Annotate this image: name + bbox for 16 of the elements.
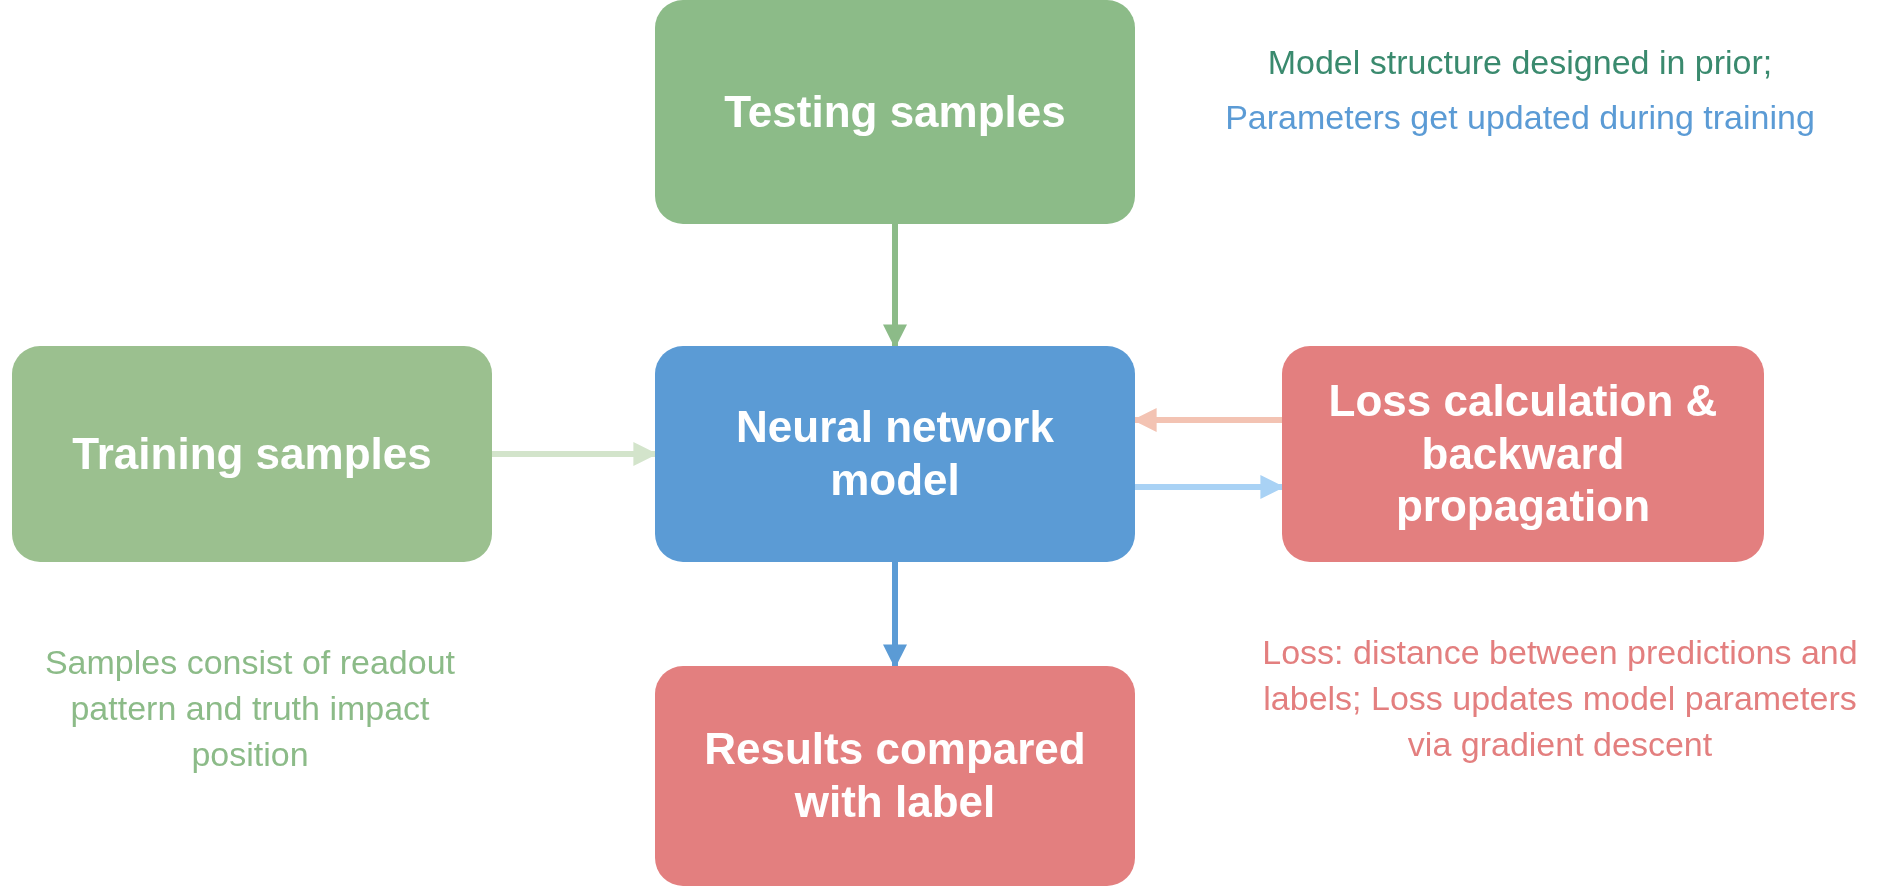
process-box bbox=[655, 666, 1135, 886]
process-box bbox=[655, 0, 1135, 224]
box-label: Training samples bbox=[72, 427, 432, 480]
arrow bbox=[883, 224, 907, 349]
box-label: Neural network model bbox=[735, 401, 1055, 506]
process-box bbox=[1282, 346, 1764, 562]
box-label: Loss calculation & backward propagation bbox=[1327, 374, 1719, 533]
annotation-text: Loss: distance between predictions and labels; Loss updates model parameters via gradient descent bbox=[1261, 632, 1859, 765]
arrow bbox=[883, 562, 907, 669]
box-label: Testing samples bbox=[724, 85, 1066, 138]
annotation-text: Parameters get updated during training bbox=[1224, 97, 1816, 138]
box-label: Results compared with label bbox=[703, 723, 1087, 828]
process-box bbox=[12, 346, 492, 562]
process-box bbox=[655, 346, 1135, 562]
annotation-text: Samples consist of readout pattern and truth impact position bbox=[43, 642, 457, 775]
annotation-text: Model structure designed in prior; bbox=[1266, 42, 1774, 83]
